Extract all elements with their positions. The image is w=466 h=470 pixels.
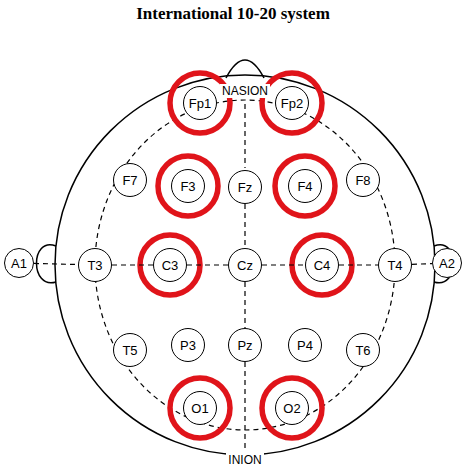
dashed-connector — [412, 263, 432, 265]
electrode-circle: A1 — [4, 248, 34, 278]
highlight-ring — [262, 73, 322, 133]
electrode-circle: A2 — [432, 248, 462, 278]
highlight-ring — [170, 73, 230, 133]
electrode-label: Fz — [238, 181, 252, 194]
electrode-label: A1 — [11, 257, 27, 270]
electrode-circle: F3 — [171, 169, 205, 203]
electrode-circle: F8 — [346, 163, 380, 197]
dashed-connector — [112, 264, 153, 265]
highlight-ring — [158, 156, 218, 216]
highlight-ring — [262, 378, 322, 438]
dashed-connector — [187, 264, 228, 265]
electrode-circle: F7 — [113, 163, 147, 197]
electrode-circle: Fz — [228, 170, 262, 204]
electrode-circle: Cz — [228, 248, 262, 282]
electrode-circle: P3 — [171, 328, 205, 362]
landmark-label: NASION — [220, 84, 270, 98]
electrode-label: Fp2 — [281, 97, 303, 110]
electrode-label: O2 — [283, 402, 300, 415]
electrode-circle: Fp1 — [183, 86, 217, 120]
electrode-circle: C3 — [153, 248, 187, 282]
electrode-circle: T3 — [78, 248, 112, 282]
electrode-label: P3 — [180, 339, 196, 352]
electrode-circle: Fp2 — [275, 86, 309, 120]
electrode-label: Fp1 — [189, 97, 211, 110]
electrode-circle: O2 — [275, 391, 309, 425]
electrode-label: A2 — [439, 257, 455, 270]
head-outline — [55, 75, 435, 455]
electrode-label: P4 — [297, 339, 313, 352]
electrode-circle: F4 — [288, 169, 322, 203]
electrode-label: C3 — [162, 259, 179, 272]
electrode-label: O1 — [191, 402, 208, 415]
highlight-ring — [170, 378, 230, 438]
highlight-ring — [275, 156, 335, 216]
dashed-connector — [339, 264, 378, 265]
landmark-label: INION — [226, 453, 263, 467]
electrode-label: T6 — [355, 344, 370, 357]
electrode-circle: C4 — [305, 248, 339, 282]
electrode-circle: O1 — [183, 391, 217, 425]
dashed-connector — [262, 264, 305, 265]
electrode-label: Cz — [237, 259, 253, 272]
electrode-label: F3 — [180, 180, 195, 193]
electrode-label: T3 — [87, 259, 102, 272]
highlight-rings — [140, 73, 352, 438]
electrode-label: Pz — [237, 339, 252, 352]
electrode-circle: T5 — [113, 333, 147, 367]
electrode-label: F4 — [297, 180, 312, 193]
dashed-connector — [244, 204, 245, 248]
electrode-circle: P4 — [288, 328, 322, 362]
electrode-label: F7 — [122, 174, 137, 187]
diagram-title: International 10-20 system — [0, 4, 466, 24]
electrode-label: C4 — [314, 259, 331, 272]
electrode-label: T5 — [122, 344, 137, 357]
dashed-midline — [244, 362, 245, 450]
electrode-circle: T6 — [346, 333, 380, 367]
dashed-connector — [244, 282, 245, 328]
electrode-label: T4 — [387, 259, 402, 272]
dashed-midline — [244, 104, 245, 168]
electrode-circle: Pz — [228, 328, 262, 362]
electrode-label: F8 — [355, 174, 370, 187]
dashed-connector — [34, 263, 78, 264]
electrode-circle: T4 — [378, 248, 412, 282]
